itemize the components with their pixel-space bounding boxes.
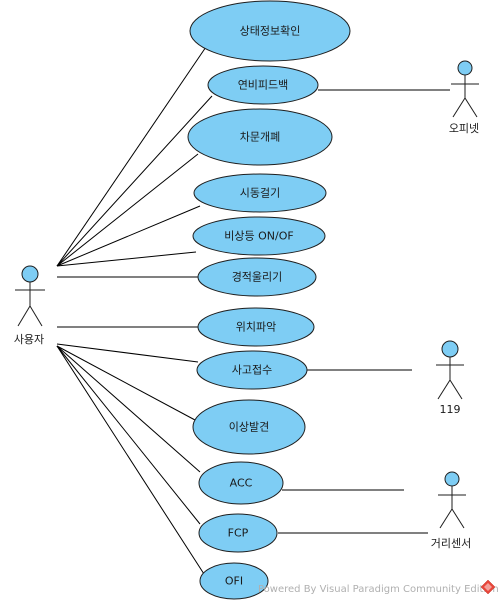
actor-opinet[interactable]: 오피넷 <box>449 60 479 135</box>
actor-head <box>441 340 459 358</box>
use-case-ellipse <box>198 461 284 505</box>
actor-distance-sensor[interactable]: 거리센서 <box>431 471 471 550</box>
use-case-door-lock[interactable]: 차문개폐 <box>187 108 333 166</box>
actor-right-leg <box>449 379 463 400</box>
assoc-user-door-lock <box>56 153 199 267</box>
use-case-label: ACC <box>230 477 253 490</box>
actor-right-leg <box>29 305 43 327</box>
use-case-label: 비상등 ON/OF <box>224 230 293 243</box>
use-case-status-check[interactable]: 상태정보확인 <box>189 0 351 62</box>
use-case-label: 이상발견 <box>229 421 269 434</box>
use-case-label: 연비피드백 <box>238 79 289 92</box>
actor-user[interactable]: 사용자 <box>14 265 45 346</box>
use-case-ellipse <box>197 257 317 297</box>
use-case-label: FCP <box>228 527 249 540</box>
use-case-hazard-lights[interactable]: 비상등 ON/OF <box>192 216 326 256</box>
actor-head <box>457 60 473 76</box>
assoc-user-accident-report <box>56 343 199 363</box>
actor-label: 오피넷 <box>449 122 479 135</box>
actor-left-leg <box>452 97 466 118</box>
use-case-ellipse <box>192 216 326 256</box>
assoc-user-status-check <box>56 43 209 267</box>
actor-right-leg <box>451 508 465 529</box>
use-case-ellipse <box>198 513 278 553</box>
use-case-ellipse <box>193 173 327 213</box>
user-associations <box>56 43 213 575</box>
actor-label: 거리센서 <box>431 537 471 550</box>
assoc-user-anomaly-detect <box>56 345 196 421</box>
use-case-acc[interactable]: ACC <box>198 461 284 505</box>
actor-left-leg <box>437 379 451 400</box>
use-case-label: 시동걸기 <box>240 187 280 200</box>
actor-right-leg <box>464 97 478 118</box>
footer-text: Powered By Visual Paradigm Community Edi… <box>258 584 499 595</box>
use-case-ellipse <box>199 562 269 600</box>
use-case-ofi[interactable]: OFI <box>199 562 269 600</box>
use-case-locate[interactable]: 위치파악 <box>197 307 315 347</box>
actor-119[interactable]: 119 <box>436 340 464 416</box>
use-case-label: 사고접수 <box>232 364 272 377</box>
assoc-user-engine-start <box>56 205 201 267</box>
use-case-label: OFI <box>225 575 243 588</box>
assoc-user-fuel-feedback <box>56 95 213 267</box>
actor-label: 사용자 <box>14 333 44 346</box>
use-case-anomaly-detect[interactable]: 이상발견 <box>192 399 306 455</box>
use-case-fuel-feedback[interactable]: 연비피드백 <box>207 65 319 105</box>
use-case-ellipse <box>197 307 315 347</box>
powered-by-footer: Powered By Visual Paradigm Community Edi… <box>258 579 499 595</box>
use-case-horn[interactable]: 경적울리기 <box>197 257 317 297</box>
use-case-ellipse <box>192 399 306 455</box>
actor-left-leg <box>17 305 31 327</box>
visual-paradigm-logo-icon <box>480 579 496 595</box>
actor-label: 119 <box>440 403 461 416</box>
use-case-fcp[interactable]: FCP <box>198 513 278 553</box>
use-case-engine-start[interactable]: 시동걸기 <box>193 173 327 213</box>
use-case-label: 상태정보확인 <box>240 25 301 38</box>
use-case-ellipse <box>196 350 308 390</box>
actor-left-leg <box>439 508 453 529</box>
use-case-ellipse <box>187 108 333 166</box>
actor-head <box>444 471 460 487</box>
use-case-label: 차문개폐 <box>240 131 280 144</box>
use-case-accident-report[interactable]: 사고접수 <box>196 350 308 390</box>
use-case-label: 경적울리기 <box>232 271 283 284</box>
assoc-user-acc <box>56 345 201 473</box>
use-case-ellipse <box>207 65 319 105</box>
assoc-user-fcp <box>56 345 201 525</box>
assoc-user-ofi <box>56 345 205 575</box>
use-case-label: 위치파악 <box>236 321 276 334</box>
actor-head <box>21 265 39 283</box>
use-case-ellipse <box>189 0 351 62</box>
assoc-user-hazard-lights <box>56 251 197 267</box>
